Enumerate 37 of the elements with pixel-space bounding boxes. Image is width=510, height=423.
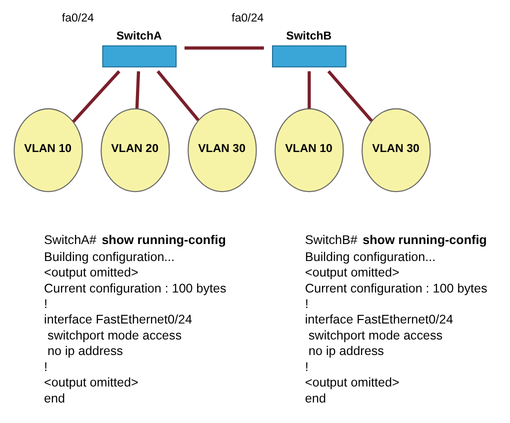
connector bbox=[184, 46, 264, 50]
label: ! bbox=[44, 297, 48, 312]
node-ellipse: VLAN 10 bbox=[274, 108, 344, 192]
connector bbox=[326, 70, 372, 122]
node-label: SwitchB bbox=[286, 30, 332, 42]
node-ellipse: VLAN 20 bbox=[100, 108, 170, 192]
label: Current configuration : 100 bytes bbox=[44, 281, 226, 296]
connector bbox=[156, 70, 199, 122]
node-label: fa0/24 bbox=[231, 12, 264, 25]
node-ellipse: VLAN 30 bbox=[361, 108, 430, 192]
label: end bbox=[304, 391, 326, 406]
label: SwitchA# show running-config bbox=[44, 233, 226, 248]
label: end bbox=[44, 391, 65, 406]
label: SwitchB# show running-config bbox=[304, 233, 486, 248]
label: Building configuration... bbox=[44, 250, 174, 264]
label: ! bbox=[304, 360, 308, 374]
node-ellipse: VLAN 10 bbox=[13, 108, 82, 192]
node-label: SwitchA bbox=[116, 30, 162, 42]
label: switchport mode access bbox=[308, 328, 442, 342]
label: ! bbox=[44, 360, 48, 374]
label: no ip address bbox=[308, 344, 384, 358]
connector bbox=[72, 70, 120, 123]
label: <output omitted> bbox=[304, 376, 399, 390]
connector bbox=[134, 71, 140, 109]
connector bbox=[307, 71, 310, 108]
label: ! bbox=[304, 297, 308, 312]
node-ellipse: VLAN 30 bbox=[187, 108, 256, 192]
label: switchport mode access bbox=[47, 328, 182, 342]
label: Current configuration : 100 bytes bbox=[304, 281, 487, 296]
label: <output omitted> bbox=[304, 266, 399, 280]
label: Building configuration... bbox=[304, 250, 436, 264]
label: interface FastEthernet0/24 bbox=[304, 312, 453, 327]
label: <output omitted> bbox=[44, 376, 138, 390]
label: interface FastEthernet0/24 bbox=[44, 312, 192, 327]
label: <output omitted> bbox=[44, 266, 138, 280]
node-label: fa0/24 bbox=[61, 12, 94, 25]
label: no ip address bbox=[47, 344, 122, 358]
